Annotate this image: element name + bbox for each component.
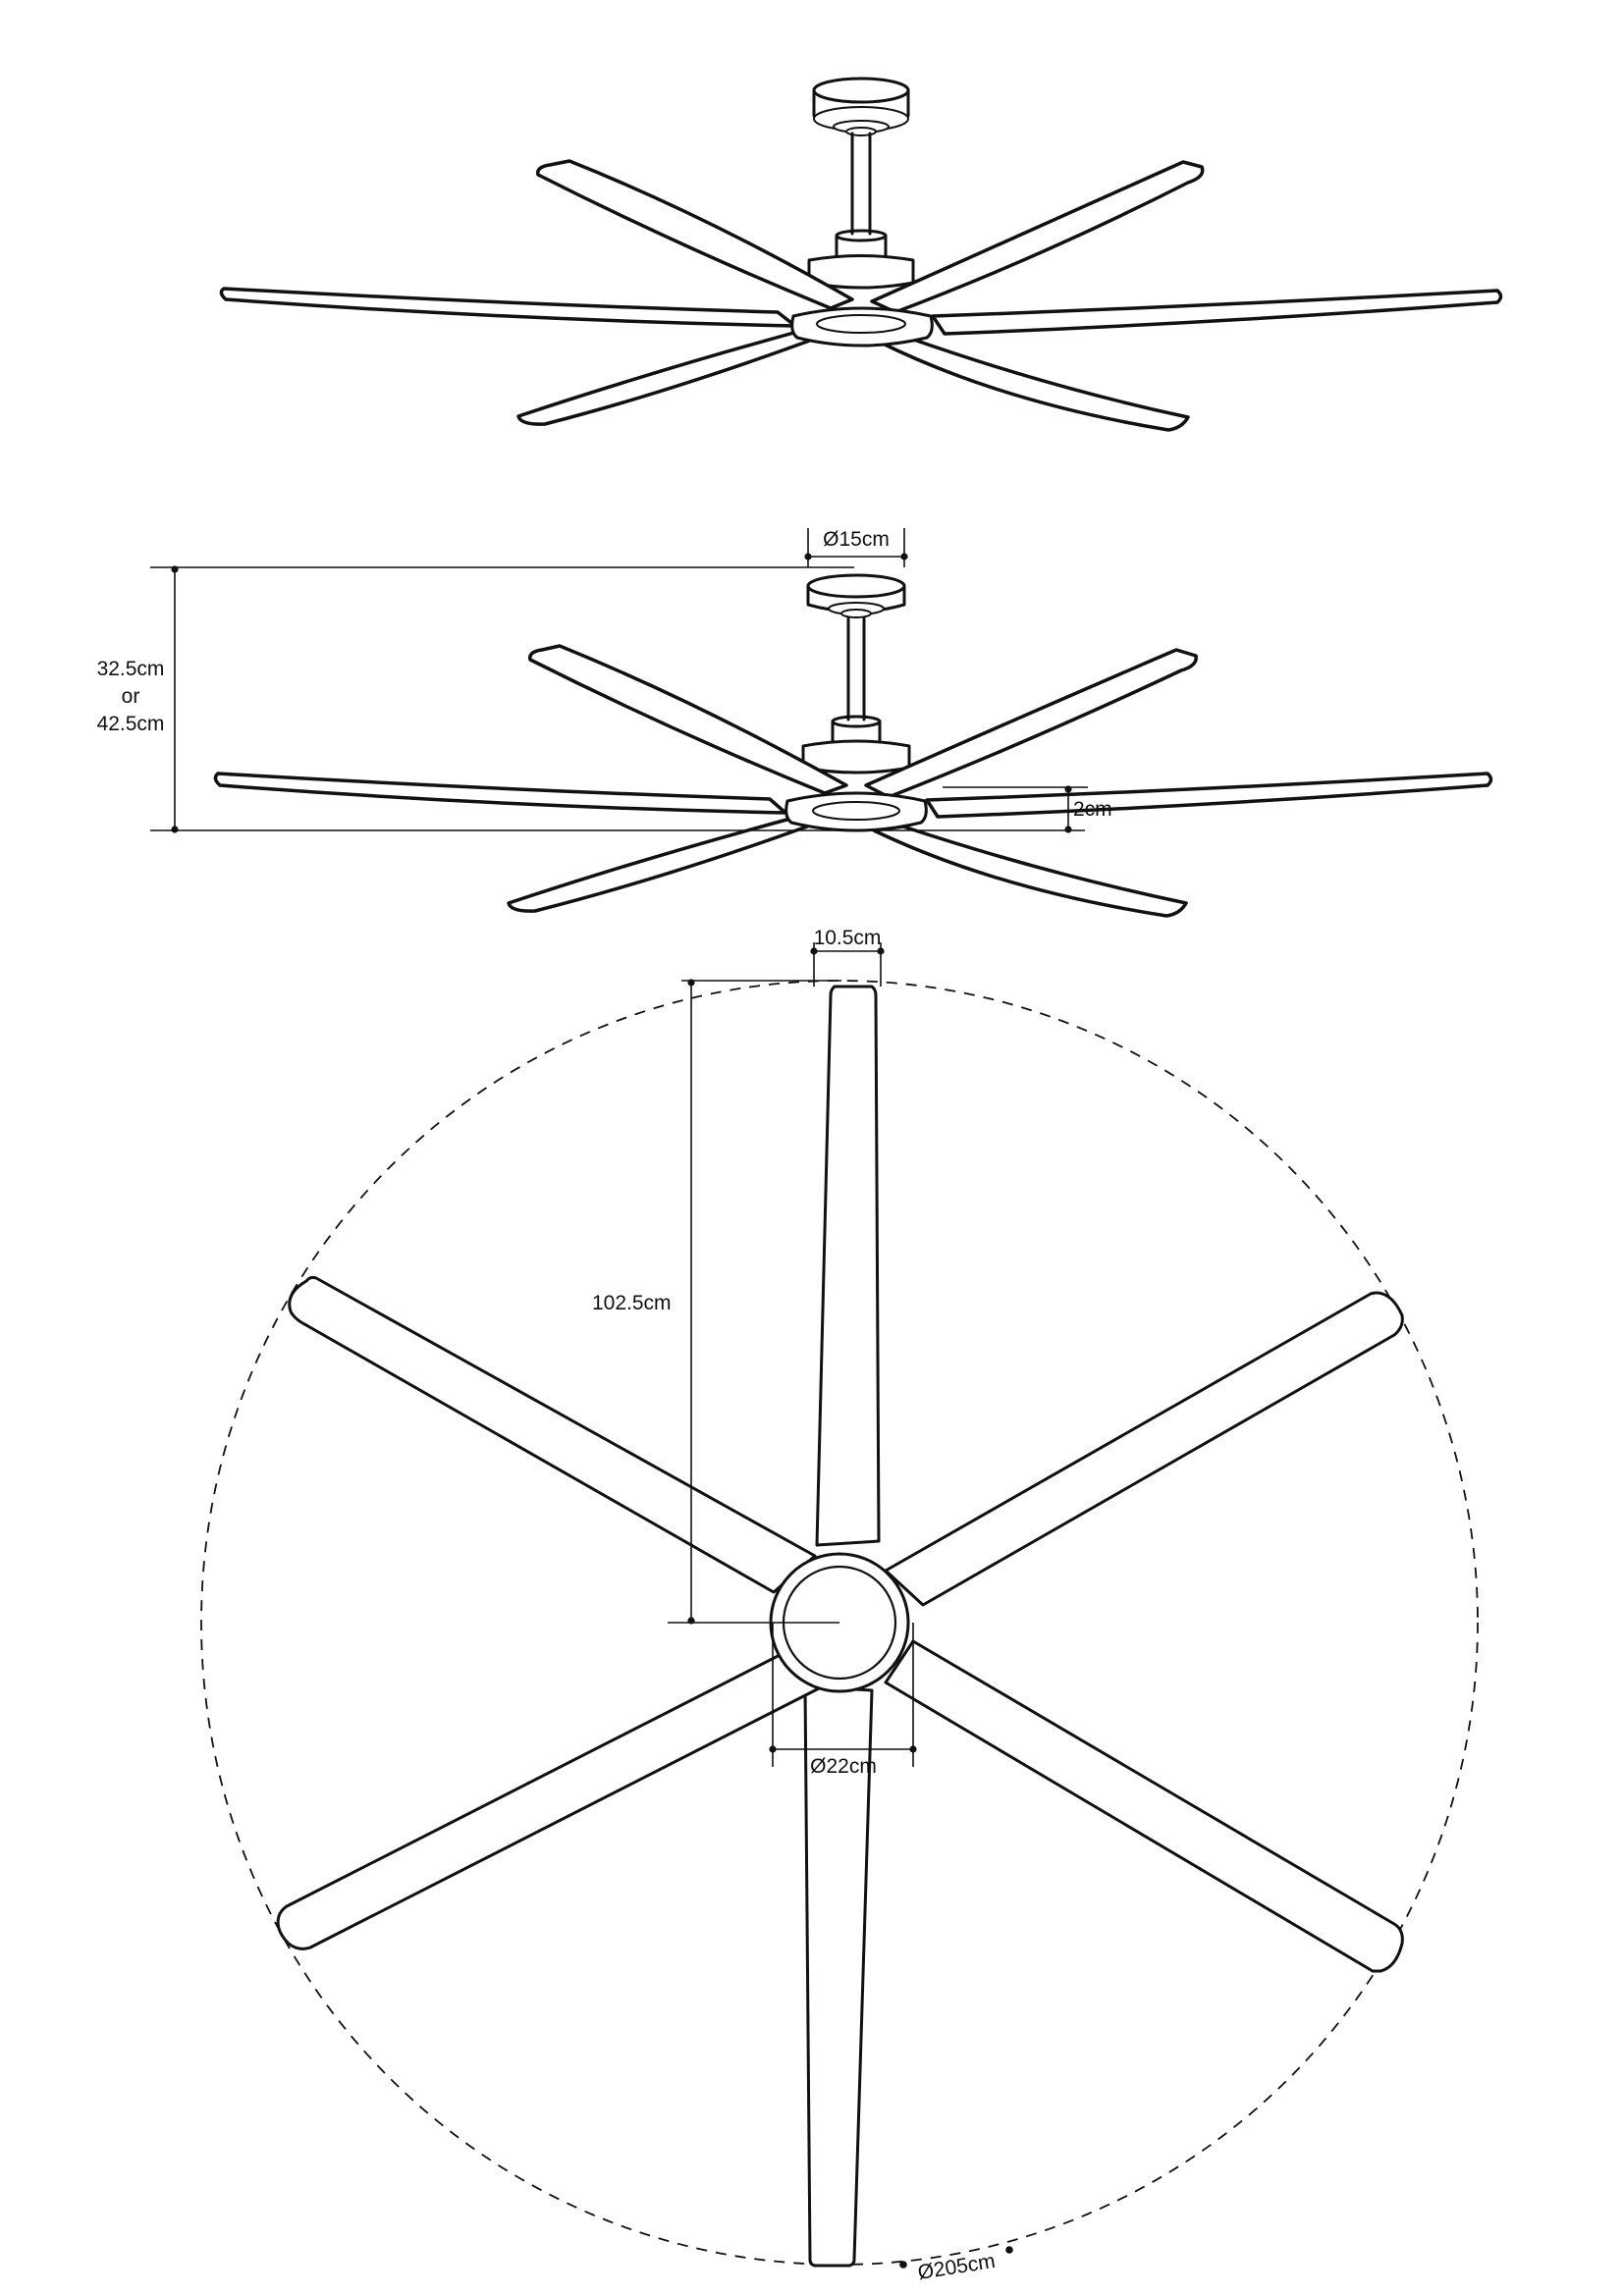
blade-hub [784,791,928,832]
fan-blade [516,330,817,426]
fan-perspective-view [219,77,1503,432]
fan-blade [528,644,848,795]
top-dimension-lines [668,942,1013,2269]
height-label-line-3: 42.5cm [97,713,165,735]
fan-blade [877,336,1190,432]
motor-housing [807,229,915,290]
fan-blade [931,289,1503,336]
fan-top-view [200,980,1479,2268]
fan-blade [870,160,1205,314]
fan-blade [276,1647,825,1950]
fan-blade [536,159,854,310]
fan-blade [507,817,809,913]
fan-side-view [213,573,1493,918]
downrod [850,132,872,236]
blade-width-label: 10.5cm [814,927,882,949]
height-label-line-1: 32.5cm [97,658,165,680]
height-label-line-2: or [122,685,140,708]
fan-blade [219,287,797,328]
fan-blade [925,772,1493,819]
blade-length-label: 102.5cm [592,1292,672,1314]
downrod [846,616,866,721]
canopy [806,573,906,618]
fan-blade [803,1684,874,2268]
fan-blade [288,1275,817,1594]
motor-housing [801,715,911,774]
sweep-diameter-label: Ø205cm [916,2250,997,2284]
fan-blade [884,1639,1404,1973]
canopy [812,77,910,136]
fan-blade [864,648,1198,799]
fan-blade [872,825,1188,918]
hub-diameter-label: Ø22cm [810,1755,877,1778]
canopy-diameter-label: Ø15cm [823,528,890,551]
hub-thickness-label: 2cm [1073,798,1112,821]
fan-blade [213,772,787,815]
side-dimension-lines [150,528,1088,833]
fan-blade [884,1291,1404,1607]
blade-hub [790,306,934,347]
fan-blade [815,985,881,1547]
